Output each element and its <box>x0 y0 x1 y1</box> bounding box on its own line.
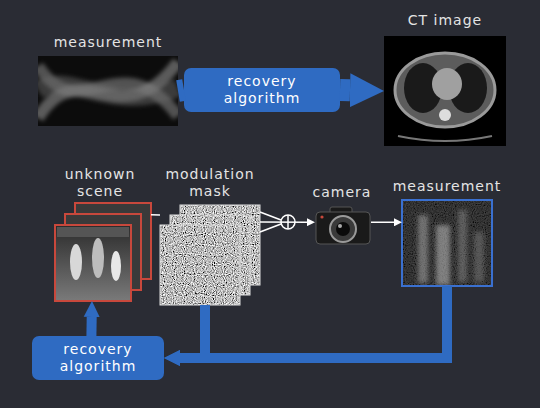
sinogram-traces <box>38 62 178 118</box>
connector <box>180 305 205 358</box>
connector <box>340 79 350 101</box>
image-panel: measurement <box>30 34 186 126</box>
connector <box>371 221 394 223</box>
connector <box>86 317 96 336</box>
sinogram-image <box>38 56 178 126</box>
camera-lens <box>336 222 350 236</box>
image-panel: camera <box>305 184 379 245</box>
sum-symbol <box>281 215 295 229</box>
panel-heading: measurement <box>30 34 186 51</box>
camera-light <box>320 215 323 218</box>
scene-player <box>70 244 82 280</box>
camera-body <box>316 212 370 244</box>
image-frame <box>160 205 260 305</box>
panel-heading: unknown scene <box>50 166 150 200</box>
camera-lens <box>330 216 356 242</box>
scene-player <box>111 251 121 281</box>
ct-heart <box>432 68 462 100</box>
mask-border <box>160 225 240 305</box>
scene-player <box>92 238 104 278</box>
camera-lens <box>338 224 342 228</box>
sinogram-trace <box>38 62 178 118</box>
image-frame <box>384 36 506 146</box>
image-panel: unknown scene <box>40 166 160 301</box>
image-panel: CT image <box>384 12 506 146</box>
panel-heading: measurement <box>382 178 512 195</box>
ct-image <box>384 36 506 146</box>
image-frame <box>38 56 178 126</box>
sinogram-trace <box>38 85 178 97</box>
panel-heading: CT image <box>384 12 506 29</box>
coded-streak <box>458 210 467 282</box>
box-label: recovery algorithm <box>212 73 312 107</box>
connector <box>178 90 184 91</box>
image-panel: measurement <box>382 178 512 286</box>
process-box: recovery algorithm <box>32 336 164 380</box>
coded-noise <box>402 200 492 286</box>
process-box: recovery algorithm <box>184 68 340 112</box>
panel-heading: camera <box>305 184 379 201</box>
connector <box>260 221 307 223</box>
connector <box>151 214 160 216</box>
panel-heading: modulation mask <box>160 166 260 200</box>
sinogram-trace <box>38 66 178 116</box>
box-label: recovery algorithm <box>48 341 148 375</box>
ct-table <box>398 136 492 141</box>
scene-stands <box>57 227 129 237</box>
connector <box>180 286 447 358</box>
coded-border <box>402 200 492 286</box>
image-frame <box>315 207 371 245</box>
coded-measurement <box>402 200 492 286</box>
coded-streaks <box>418 210 484 285</box>
coded-streak <box>436 225 450 285</box>
sum-symbol <box>287 215 289 229</box>
coded-streak <box>474 232 484 282</box>
ct-body <box>395 53 495 127</box>
sum-line <box>260 224 281 232</box>
sum-line <box>260 212 281 220</box>
scene-frame <box>55 225 131 301</box>
image-frame <box>402 200 492 286</box>
ct-spine <box>439 109 451 121</box>
coded-streak <box>418 215 428 283</box>
image-frame <box>55 203 151 301</box>
mask-pattern <box>160 225 240 305</box>
image-panel: modulation mask <box>150 166 270 305</box>
coded-texture <box>402 200 492 286</box>
